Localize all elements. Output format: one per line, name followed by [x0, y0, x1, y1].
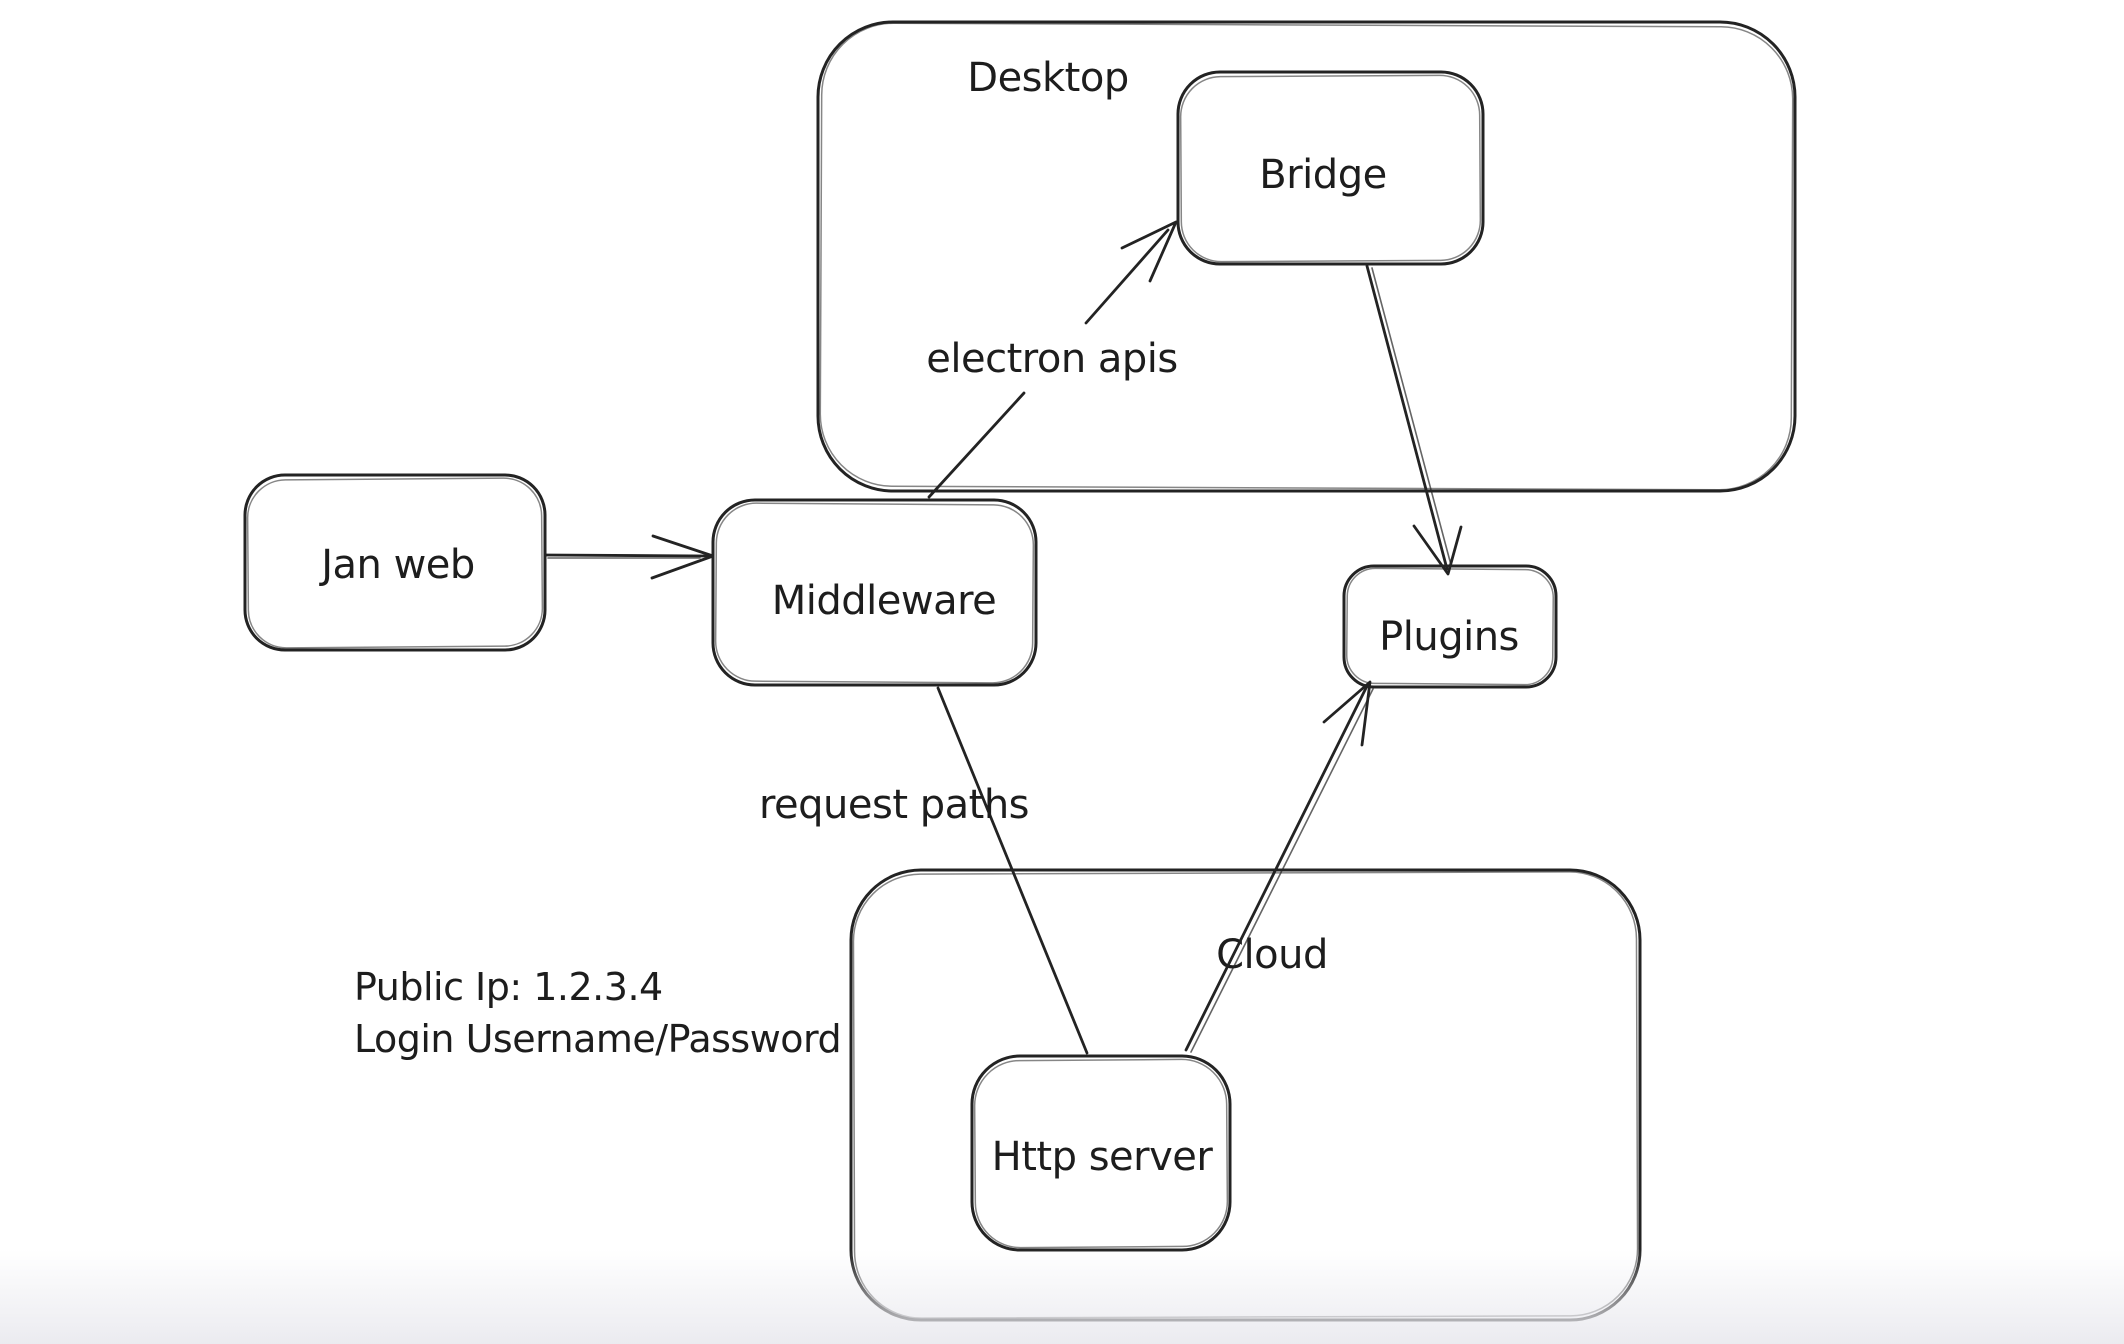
- jan-web-node-sketch: [246, 477, 544, 649]
- desktop-container-sketch: [819, 22, 1794, 491]
- bridge-node-sketch: [1179, 74, 1482, 263]
- desktop-label: Desktop: [967, 55, 1128, 101]
- edge-electron-apis-arrowhead: [1120, 220, 1178, 283]
- http-server-node: Http server: [970, 1054, 1232, 1252]
- edge-middleware-to-httpserver: request paths: [759, 686, 1089, 1055]
- edge-httpserver-plugins-arrowhead: [1322, 680, 1372, 747]
- plugins-node-outline: [1342, 564, 1558, 689]
- middleware-node-outline: [711, 498, 1038, 687]
- edge-bridge-plugins-shaft: [1365, 264, 1449, 571]
- edge-electron-apis-segment-upper: [1084, 228, 1170, 325]
- edge-bridge-plugins-sketch: [1371, 267, 1452, 566]
- plugins-node-sketch: [1345, 567, 1555, 686]
- jan-web-node-outline: [243, 473, 547, 652]
- bridge-label: Bridge: [1259, 152, 1386, 198]
- public-ip-text: Public Ip: 1.2.3.4: [354, 965, 663, 1009]
- http-server-label: Http server: [992, 1134, 1214, 1180]
- edge-bridge-plugins-arrowhead: [1412, 524, 1463, 576]
- credentials-annotation: Public Ip: 1.2.3.4 Login Username/Passwo…: [354, 965, 842, 1061]
- edge-request-paths-shaft: [936, 686, 1089, 1055]
- edge-janweb-middleware-shaft: [543, 553, 710, 558]
- plugins-node: Plugins: [1342, 564, 1558, 689]
- edge-bridge-to-plugins: [1365, 264, 1463, 576]
- http-server-node-sketch: [973, 1058, 1229, 1249]
- edge-httpserver-plugins-sketch: [1190, 688, 1374, 1053]
- plugins-label: Plugins: [1379, 614, 1519, 660]
- edge-httpserver-to-plugins: [1184, 680, 1374, 1053]
- request-paths-edge-label: request paths: [759, 782, 1029, 828]
- edge-janweb-to-middleware: [543, 534, 715, 580]
- edge-electron-apis-segment-lower: [927, 391, 1026, 499]
- jan-web-node: Jan web: [243, 473, 547, 652]
- cloud-container: Cloud: [849, 868, 1642, 1322]
- edge-middleware-to-bridge: electron apis: [926, 220, 1178, 499]
- middleware-node: Middleware: [711, 498, 1038, 687]
- middleware-label: Middleware: [772, 578, 997, 624]
- edge-httpserver-plugins-shaft: [1184, 682, 1370, 1052]
- electron-apis-edge-label: electron apis: [926, 336, 1177, 382]
- jan-web-label: Jan web: [318, 542, 475, 588]
- desktop-container-outline: [816, 20, 1797, 493]
- cloud-label: Cloud: [1216, 932, 1328, 978]
- middleware-node-sketch: [714, 502, 1035, 684]
- desktop-container: Desktop: [816, 20, 1797, 493]
- bridge-node-outline: [1176, 70, 1485, 266]
- login-credentials-text: Login Username/Password: [354, 1017, 841, 1061]
- bridge-node: Bridge: [1176, 70, 1485, 266]
